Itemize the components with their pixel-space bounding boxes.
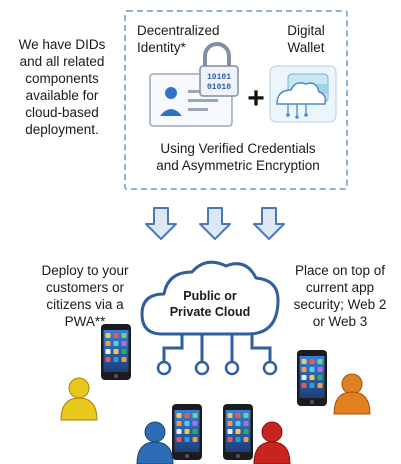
cloud-label-line: Public or — [183, 289, 237, 303]
cloud-icon — [140, 260, 280, 376]
wallet-icon — [269, 65, 337, 123]
left-note-line: We have DIDs — [18, 37, 106, 52]
did-label-line: Identity* — [137, 40, 186, 55]
place-note-line: Place on top of — [294, 263, 386, 278]
user-icon — [253, 421, 291, 464]
user-icon — [136, 421, 174, 464]
left-note-line: and all related — [19, 54, 105, 69]
wallet-label-line: Digital — [287, 23, 325, 38]
cloud-label-line: Private Cloud — [169, 305, 251, 319]
smartphone-icon — [101, 324, 131, 380]
smartphone-icon — [172, 404, 202, 460]
plus-sign: + — [247, 82, 265, 115]
wallet-label: Digital Wallet — [276, 22, 336, 56]
wallet-label-line: Wallet — [287, 40, 325, 55]
padlock-icon: 10101 01010 — [199, 42, 239, 97]
place-note: Place on top of current app security; We… — [286, 262, 394, 330]
components-box — [124, 10, 348, 190]
deploy-note: Deploy to your customers or citizens via… — [26, 262, 144, 330]
did-label: Decentralized Identity* — [137, 22, 249, 56]
smartphone-icon — [297, 350, 327, 406]
arrow-down-icon — [145, 207, 177, 240]
place-note-line: or Web 3 — [312, 314, 368, 329]
left-note-line: cloud-based — [25, 105, 99, 120]
did-label-line: Decentralized — [137, 23, 220, 38]
deploy-note-line: Deploy to your — [41, 263, 129, 278]
left-note: We have DIDs and all related components … — [6, 36, 118, 138]
vc-caption: Using Verified Credentials and Asymmetri… — [138, 140, 338, 174]
vc-caption-line: and Asymmetric Encryption — [156, 158, 320, 173]
user-icon — [333, 373, 371, 415]
vc-caption-line: Using Verified Credentials — [160, 141, 316, 156]
left-note-line: available for — [25, 88, 99, 103]
deploy-note-line: PWA** — [64, 314, 106, 329]
place-note-line: security; Web 2 — [293, 297, 387, 312]
arrow-down-icon — [253, 207, 285, 240]
left-note-line: components — [25, 71, 99, 86]
cloud-label: Public or Private Cloud — [165, 288, 255, 320]
binary-code-line: 01010 — [207, 83, 231, 92]
smartphone-icon — [223, 404, 253, 460]
arrow-down-icon — [199, 207, 231, 240]
left-note-line: deployment. — [25, 122, 99, 137]
deploy-note-line: customers or — [45, 280, 125, 295]
place-note-line: current app — [305, 280, 375, 295]
deploy-note-line: citizens via a — [46, 297, 124, 312]
binary-code-line: 10101 — [207, 73, 231, 82]
user-icon — [60, 377, 98, 421]
